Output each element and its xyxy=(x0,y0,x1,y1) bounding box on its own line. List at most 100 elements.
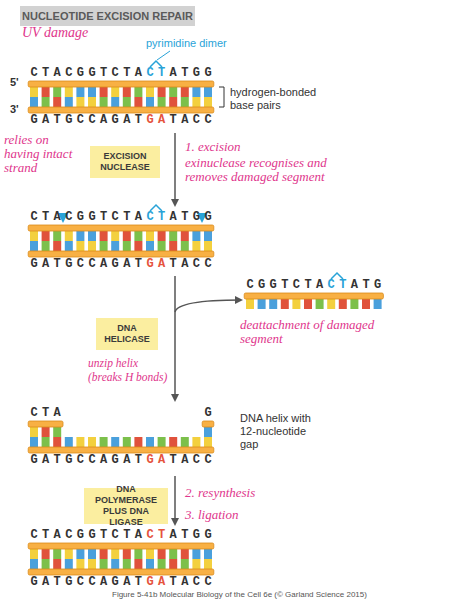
base-bar xyxy=(146,559,154,569)
dna-sequence: GATGCCAGAT xyxy=(30,258,146,271)
base-bar xyxy=(65,437,73,447)
base-bar xyxy=(88,437,96,447)
enzyme-box: DNA HELICASE xyxy=(96,318,158,350)
sugar-phosphate-backbone xyxy=(28,447,214,453)
base-bar xyxy=(134,559,142,569)
base-bar xyxy=(169,559,177,569)
dna-sequence: CTACGGTCTA xyxy=(30,529,146,542)
dna-sequence: ATGG xyxy=(170,529,216,542)
base-bar xyxy=(30,427,38,437)
base-bar xyxy=(158,437,166,447)
dna-sequence: CT xyxy=(328,279,351,292)
base-bar xyxy=(146,241,154,251)
base-bar xyxy=(88,549,96,559)
base-bar xyxy=(192,241,200,251)
base-bar xyxy=(76,87,84,97)
base-bar xyxy=(123,549,131,559)
sugar-phosphate-backbone xyxy=(28,107,214,113)
base-bar xyxy=(169,97,177,107)
sugar-phosphate-backbone xyxy=(28,81,214,87)
part-label: pyrimidine dimer xyxy=(146,37,256,50)
step-arrow xyxy=(174,276,176,400)
sugar-phosphate-backbone xyxy=(28,251,214,257)
base-bar xyxy=(339,299,347,309)
part-label: DNA helix with 12-nucleotide gap xyxy=(240,412,320,451)
base-bar xyxy=(100,549,108,559)
base-bar xyxy=(181,97,189,107)
base-bar xyxy=(42,87,50,97)
step-arrow xyxy=(174,476,176,524)
base-bar xyxy=(42,559,50,569)
dna-sequence: CTACGGTCTA xyxy=(30,67,146,80)
base-bar xyxy=(158,87,166,97)
dna-sequence: CTACGGTCTA xyxy=(30,211,146,224)
base-bar xyxy=(100,437,108,447)
enzyme-box: EXCISION NUCLEASE xyxy=(90,146,160,178)
base-bar xyxy=(158,549,166,559)
step-number: 3. ligation xyxy=(185,508,335,522)
sugar-phosphate-backbone xyxy=(202,421,214,427)
base-bar xyxy=(204,241,212,251)
base-bar xyxy=(192,97,200,107)
base-bar xyxy=(42,97,50,107)
base-bar xyxy=(158,231,166,241)
base-bar xyxy=(192,549,200,559)
base-bar xyxy=(204,427,212,437)
base-bar xyxy=(292,299,300,309)
base-bar xyxy=(65,559,73,569)
base-bar xyxy=(42,437,50,447)
sugar-phosphate-backbone xyxy=(28,569,214,575)
base-bar xyxy=(204,559,212,569)
base-bar xyxy=(53,231,61,241)
base-bar xyxy=(53,241,61,251)
base-bar xyxy=(65,549,73,559)
dna-sequence: CT xyxy=(146,529,169,542)
base-bar xyxy=(65,241,73,251)
base-bar xyxy=(123,231,131,241)
base-bar xyxy=(111,97,119,107)
base-bar xyxy=(30,231,38,241)
dna-sequence: ATGG xyxy=(170,211,216,224)
base-bar xyxy=(316,299,324,309)
base-bar xyxy=(42,549,50,559)
base-bar xyxy=(169,231,177,241)
base-bar xyxy=(204,97,212,107)
dna-sequence: CT xyxy=(146,67,169,80)
base-bar xyxy=(304,299,312,309)
base-bar xyxy=(362,299,370,309)
base-bar xyxy=(169,87,177,97)
dna-sequence: GATGCCAGAT xyxy=(30,576,146,589)
dna-sequence: GA xyxy=(146,454,169,467)
branch-arrow xyxy=(175,300,241,312)
dna-sequence: GATGCCAGAT xyxy=(30,114,146,127)
base-bar xyxy=(123,437,131,447)
handwritten-note: deattachment of damaged segment xyxy=(240,318,410,346)
dna-sequence: CTA xyxy=(30,407,65,420)
base-bar xyxy=(88,87,96,97)
dna-sequence: ATGG xyxy=(170,67,216,80)
base-bar xyxy=(123,97,131,107)
base-bar xyxy=(146,97,154,107)
base-bar xyxy=(65,231,73,241)
base-bar xyxy=(76,97,84,107)
base-bar xyxy=(30,241,38,251)
base-bar xyxy=(146,231,154,241)
enzyme-name: DNA POLYMERASE PLUS DNA LIGASE xyxy=(84,482,168,530)
strand-end: 3' xyxy=(10,103,30,116)
dna-sequence: CGGTCTA xyxy=(246,279,327,292)
dna-sequence: GATGCCAGAT xyxy=(30,454,146,467)
base-bar xyxy=(53,549,61,559)
base-bar xyxy=(76,559,84,569)
part-label: hydrogen-bonded base pairs xyxy=(230,86,340,112)
step-number: 1. excision xyxy=(185,140,335,154)
base-bar xyxy=(350,299,358,309)
base-bar xyxy=(181,437,189,447)
bracket xyxy=(219,87,224,107)
sugar-phosphate-backbone xyxy=(244,293,383,299)
base-bar xyxy=(146,87,154,97)
base-bar xyxy=(169,241,177,251)
enzyme-box: DNA POLYMERASE PLUS DNA LIGASE xyxy=(84,488,168,524)
handwritten-note: UV damage xyxy=(22,26,142,40)
step-number: 2. resynthesis xyxy=(185,486,335,500)
base-bar xyxy=(246,299,254,309)
